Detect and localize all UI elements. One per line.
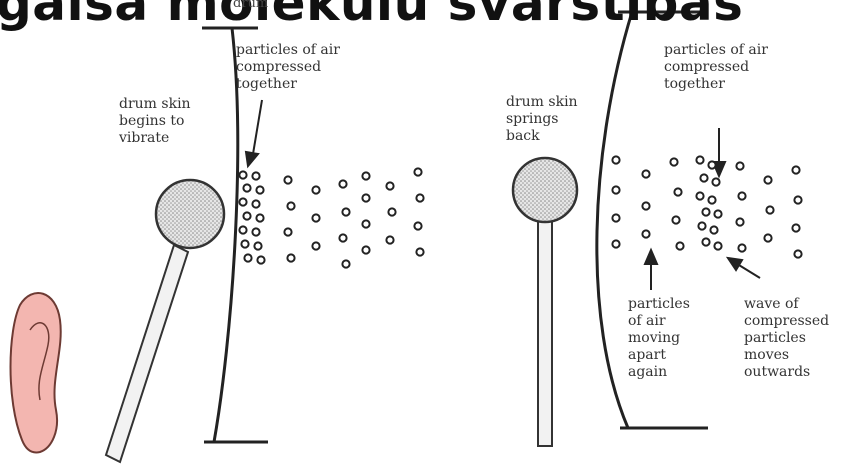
air-particle [642,170,649,177]
air-particle [252,228,259,235]
left-mallet-icon [106,180,224,462]
air-particle [736,218,743,225]
air-particle [287,254,294,261]
air-particle [416,194,423,201]
air-particle [386,236,393,243]
air-particle [612,186,619,193]
air-particle [243,184,250,191]
air-particle [386,182,393,189]
air-particle [766,206,773,213]
right-mallet-icon [513,158,577,446]
air-particle [738,244,745,251]
air-particle [698,222,705,229]
air-particle [792,224,799,231]
air-particle [256,214,263,221]
air-particle [284,228,291,235]
page-title: gaisa molekulu svārstības [0,0,743,32]
air-particle [736,162,743,169]
air-particle [284,176,291,183]
air-particle [312,242,319,249]
air-particle [612,156,619,163]
air-particle [702,208,709,215]
air-particle [239,171,246,178]
right-compressed-label: particles of air compressed together [664,42,768,93]
air-particle [612,214,619,221]
air-particle [702,238,709,245]
air-particle [414,168,421,175]
air-particle [670,158,677,165]
air-particle [342,260,349,267]
air-particle [792,166,799,173]
air-particle [642,230,649,237]
air-particle [362,246,369,253]
right-drum-skin-label: drum skin springs back [506,94,578,145]
air-particle [710,226,717,233]
drum-label: drum [233,0,268,11]
air-particle [696,156,703,163]
air-particle [252,172,259,179]
arrows [246,100,760,290]
air-particle [712,178,719,185]
left-compressed-label: particles of air compressed together [236,42,340,93]
air-particle [254,242,261,249]
air-particle [312,186,319,193]
air-particle [342,208,349,215]
air-particle [764,234,771,241]
air-particle [362,172,369,179]
apart-label: particles of air moving apart again [628,296,690,381]
air-particle [388,208,395,215]
air-particle [256,186,263,193]
air-particle [287,202,294,209]
air-particle [257,256,264,263]
air-particle [794,250,801,257]
air-particle [700,174,707,181]
air-particle [738,192,745,199]
air-particle [414,222,421,229]
air-particle [252,200,259,207]
air-particle [708,161,715,168]
air-particle [612,240,619,247]
air-particle [714,210,721,217]
air-particle [764,176,771,183]
air-particle [672,216,679,223]
air-particle [239,198,246,205]
air-particle [674,188,681,195]
air-particle [244,254,251,261]
air-particle [243,212,250,219]
left-drum-skin-label: drum skin begins to vibrate [119,96,191,147]
air-particle [642,202,649,209]
air-particle [362,194,369,201]
air-particle [708,196,715,203]
air-particle [676,242,683,249]
air-particle [714,242,721,249]
air-particle [312,214,319,221]
air-particle [239,226,246,233]
air-particle [339,180,346,187]
air-particle [696,192,703,199]
air-particle [339,234,346,241]
air-particle [362,220,369,227]
left-compressed-arrow [252,100,262,160]
air-particle [241,240,248,247]
air-particle [794,196,801,203]
ear-icon [11,293,61,453]
wave-label: wave of compressed particles moves outwa… [744,296,829,381]
air-particle [416,248,423,255]
